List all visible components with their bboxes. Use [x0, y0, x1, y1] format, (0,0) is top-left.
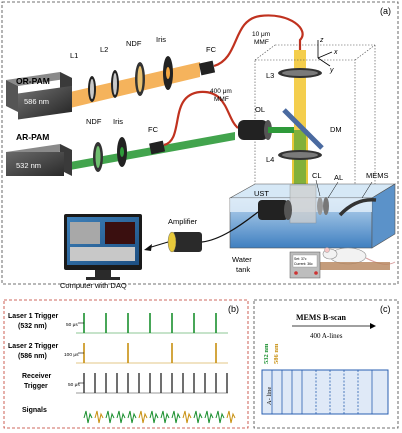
ar-fiber-mmf: [163, 90, 239, 147]
panel-c-frame: [253, 299, 399, 429]
or-iris-label: Iris: [156, 35, 166, 44]
al-label: AL: [334, 173, 343, 182]
mems-label: MEMS: [366, 171, 389, 180]
cl-label: CL: [312, 171, 322, 180]
row4-name: Signals: [22, 407, 47, 414]
ar-pam-title: AR-PAM: [16, 132, 49, 142]
row1-sub: (532 nm): [18, 323, 47, 330]
bscan-title: MEMS B-scan: [296, 313, 347, 322]
row2-interval: 100 μs: [64, 352, 79, 358]
controller-current: Current: 36c: [294, 262, 313, 266]
or-fiber-mmf: [213, 14, 304, 68]
or-l2-label: L2: [100, 45, 108, 54]
amplifier-label: Amplifier: [168, 217, 198, 226]
signal-wave: [182, 410, 192, 424]
amplifier-cable: [201, 211, 259, 243]
axis-y: y: [329, 67, 334, 74]
ol-label: OL: [255, 105, 265, 114]
row2-name: Laser 2 Trigger: [8, 343, 58, 350]
signal-wave: [105, 410, 115, 424]
row2-sub: (586 nm): [18, 353, 47, 360]
bscan-outer: [261, 369, 389, 415]
ar-ndf-label: NDF: [86, 117, 102, 126]
timing-diagram: [76, 313, 236, 424]
ar-pam-laser: [6, 144, 72, 176]
row1-interval: 50 μs: [66, 322, 78, 328]
row1-name: Laser 1 Trigger: [8, 313, 58, 320]
water-tank-label-2: tank: [236, 265, 250, 274]
ar-fiber-type: MMF: [214, 96, 229, 103]
axis-indicator: [317, 40, 333, 67]
signal-wave: [149, 410, 159, 424]
row3-sub: Trigger: [24, 383, 48, 390]
amplifier: [167, 231, 202, 253]
signal-wave: [116, 410, 126, 424]
signal-arrow: [144, 244, 152, 251]
bscan-wl-586: 586 nm: [273, 343, 280, 364]
signal-wave: [193, 410, 203, 424]
signal-wave: [94, 410, 104, 424]
mouse-subject: [320, 247, 396, 270]
panel-a-frame: [1, 1, 399, 285]
axis-x: x: [333, 49, 338, 56]
bscan-alines: 400 A-lines: [310, 332, 343, 340]
or-fiber-type: MMF: [254, 39, 269, 46]
bscan-wl-532: 532 nm: [263, 343, 270, 364]
l3-label: L3: [266, 71, 274, 80]
signal-wave: [83, 410, 93, 424]
cylindrical-lens: [317, 197, 323, 215]
objective-lens: [238, 120, 272, 140]
dm-label: DM: [330, 125, 342, 134]
bscan-grid: [261, 369, 389, 415]
panel-b-label: (b): [228, 304, 239, 314]
ar-fiber-coupler: [149, 140, 166, 155]
ar-pam-wavelength: 532 nm: [16, 161, 41, 170]
ar-fiber-size: 400 μm: [210, 88, 232, 95]
probe-holder: [289, 184, 317, 224]
dichroic-mirror: [282, 108, 324, 150]
signal-wave: [171, 410, 181, 424]
mems-scanner: [338, 198, 377, 217]
bscan-aline-label: A- line: [266, 387, 273, 405]
or-l1-label: L1: [70, 51, 78, 60]
ar-iris-label: Iris: [113, 117, 123, 126]
computer: [64, 214, 142, 280]
computer-label: Computer with DAQ: [60, 281, 127, 290]
axis-z: z: [319, 37, 324, 44]
or-fiber-size: 10 μm: [252, 31, 270, 38]
l4-label: L4: [266, 155, 274, 164]
or-fiber-coupler: [198, 60, 216, 76]
ust-label: UST: [254, 189, 269, 198]
temperature-controller: [289, 251, 321, 279]
controller-set: Set: 37c: [294, 257, 307, 261]
row3-interval: 50 μs: [68, 382, 80, 388]
or-fc-label: FC: [206, 45, 217, 54]
signal-wave: [127, 410, 137, 424]
water-tank-label-1: Water: [232, 255, 252, 264]
signal-wave: [226, 410, 236, 424]
vertical-beam-or: [294, 50, 306, 130]
panel-c-label: (c): [380, 304, 391, 314]
panel-b-frame: [3, 299, 249, 429]
acoustic-lens: [323, 197, 329, 215]
signal-wave: [138, 410, 148, 424]
or-pam-title: OR-PAM: [16, 76, 50, 86]
or-pam-wavelength: 586 nm: [24, 97, 49, 106]
signal-wave: [215, 410, 225, 424]
row3-name: Receiver: [22, 373, 51, 380]
ar-fc-label: FC: [148, 125, 159, 134]
or-pam-laser: [6, 72, 72, 120]
bscan-arrow: [370, 323, 376, 329]
or-ndf-label: NDF: [126, 39, 142, 48]
panel-a-label: (a): [380, 6, 391, 16]
signal-wave: [204, 410, 214, 424]
ultrasound-transducer: [258, 200, 292, 220]
signal-wave: [160, 410, 170, 424]
